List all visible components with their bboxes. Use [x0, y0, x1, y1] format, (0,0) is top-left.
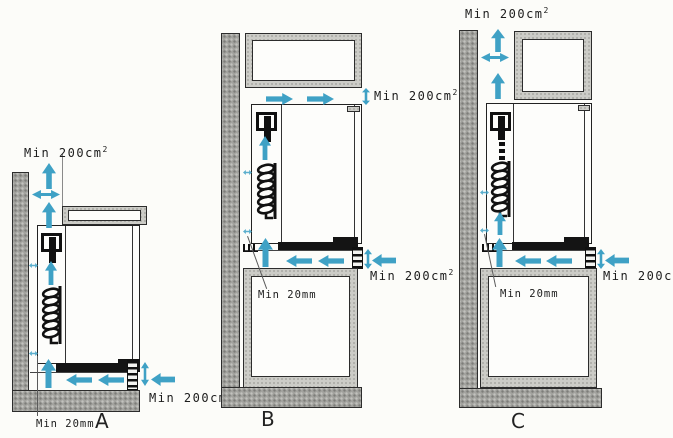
appliance-body [37, 225, 140, 364]
min-rear-gap-annotation: Min 20mm [258, 289, 317, 301]
dimension-reference-line [62, 154, 63, 206]
wall-section [221, 33, 240, 408]
plinth-top-line [482, 250, 586, 251]
leader-line [37, 356, 38, 416]
door-bottom-step [333, 237, 358, 250]
machine-compartment-base [278, 242, 336, 250]
door-front-line [354, 105, 355, 243]
upper-cabinet [514, 31, 592, 100]
appliance-body [251, 104, 362, 244]
top-edge-trim [347, 106, 360, 112]
vent-grille-icon [127, 360, 138, 390]
lower-cabinet [243, 268, 358, 388]
condenser-coil-icon [41, 286, 62, 345]
compressor-stem [49, 237, 56, 263]
min-vent-area-annotation: Min 200cm2 [24, 145, 108, 160]
airflow-left-arrow-icon [546, 255, 572, 267]
rear-channel-divider [513, 104, 514, 243]
vent-height-double-arrow-icon [364, 249, 372, 269]
rear-channel-divider [65, 226, 66, 363]
wall-section [459, 30, 478, 408]
min-vent-area-annotation: Min 200cm2 [149, 390, 232, 405]
airflow-up-arrow-icon [42, 163, 56, 189]
figure-label-c: C [511, 409, 525, 433]
min-rear-gap-annotation: Min 20mm [500, 288, 559, 300]
floor-section [459, 388, 602, 408]
lower-cabinet [480, 268, 597, 388]
rear-vent-hatch-icon [482, 244, 497, 252]
rear-gap-tick-icon [29, 263, 38, 268]
airflow-left-arrow-icon [98, 374, 124, 386]
floor-section [12, 390, 140, 412]
machine-compartment-base [512, 242, 568, 250]
min-vent-area-annotation: Min 200cm2 [603, 269, 673, 283]
airflow-left-arrow-icon [151, 373, 175, 386]
plinth-top-line [244, 250, 352, 251]
rear-gap-tick-icon [480, 228, 489, 233]
gap-width-double-arrow-icon [32, 190, 60, 199]
door-bottom-step [564, 237, 589, 250]
min-rear-gap-annotation: Min 20mm [36, 418, 95, 430]
rear-gap-tick-icon [29, 351, 38, 356]
rear-gap-tick-icon [243, 170, 252, 175]
rear-channel-divider [281, 105, 282, 243]
airflow-up-arrow-icon [491, 73, 505, 99]
vent-grille-icon [352, 247, 363, 269]
condenser-coil-icon [256, 163, 277, 220]
min-vent-area-annotation: Min 200cm2 [465, 6, 549, 21]
condenser-coil-icon [490, 161, 511, 218]
airflow-left-arrow-icon [372, 254, 396, 267]
wall-section [12, 172, 29, 412]
airflow-left-arrow-icon [66, 374, 92, 386]
floor-section [221, 387, 362, 408]
compressor-stem [498, 116, 505, 140]
airflow-up-arrow-icon [491, 29, 505, 52]
figure-label-b: B [261, 407, 275, 431]
rear-gap-tick-icon [480, 190, 489, 195]
top-edge-trim [578, 105, 590, 111]
airflow-left-arrow-icon [318, 255, 344, 267]
airflow-left-arrow-icon [286, 255, 312, 267]
airflow-left-arrow-icon [515, 255, 541, 267]
min-vent-area-annotation: Min 200cm2 [374, 88, 458, 103]
rear-gap-tick-icon [243, 229, 252, 234]
capillary-dashed-pipe [499, 142, 505, 160]
worktop [62, 206, 147, 225]
plinth-top-line [30, 372, 128, 373]
figure-label-a: A [95, 409, 109, 433]
gap-width-double-arrow-icon [481, 53, 509, 62]
airflow-left-arrow-icon [605, 254, 629, 267]
vent-height-double-arrow-icon [362, 88, 370, 105]
upper-cabinet [245, 33, 362, 88]
door-front-line [584, 104, 585, 243]
compressor-stem [264, 116, 271, 142]
door-front-line [132, 226, 133, 363]
vent-grille-icon [585, 247, 596, 269]
vent-height-double-arrow-icon [597, 249, 605, 269]
machine-compartment-base [56, 363, 120, 372]
vent-height-double-arrow-icon [141, 362, 149, 386]
min-vent-area-annotation: Min 200cm2 [370, 268, 454, 283]
